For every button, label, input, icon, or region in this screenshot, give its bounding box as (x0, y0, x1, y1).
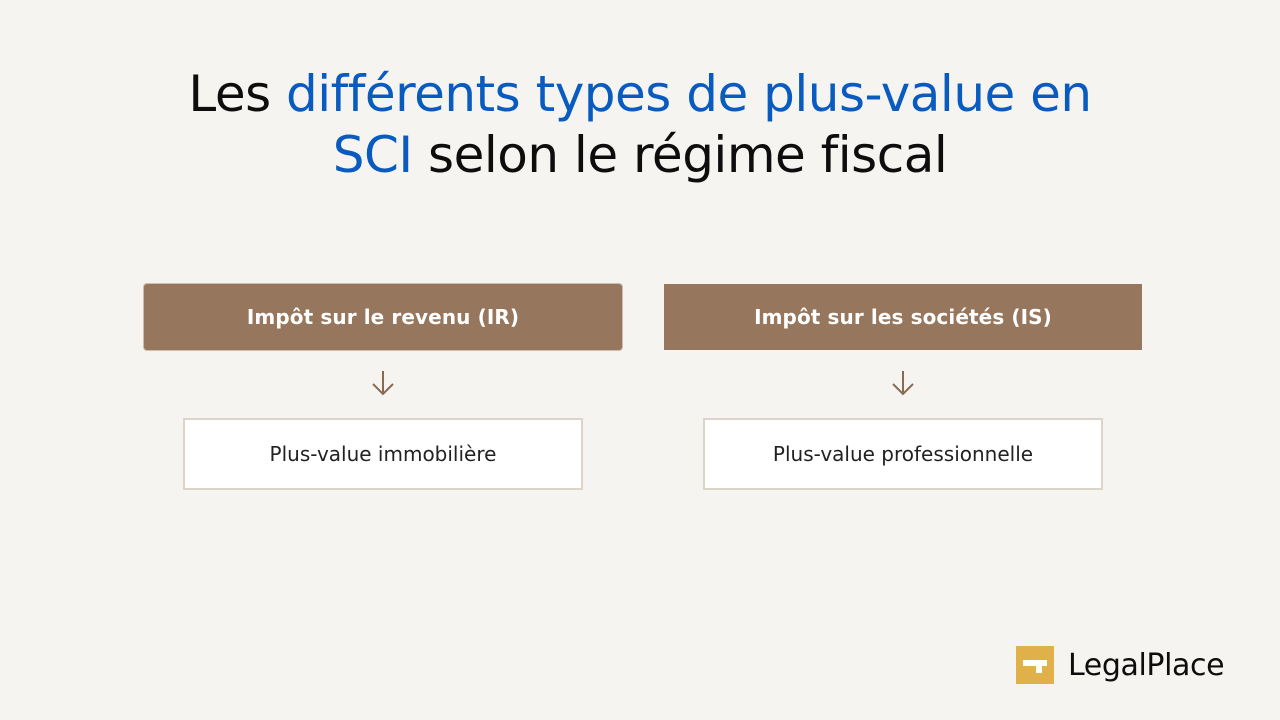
arrow-down-icon (372, 371, 394, 396)
title-text-1: Les (188, 65, 287, 123)
page-title: Les différents types de plus-value en SC… (0, 64, 1280, 186)
title-accent-1: différents types de plus-value en (286, 65, 1092, 123)
brand-name: LegalPlace (1068, 647, 1225, 683)
legalplace-logo-icon (1016, 646, 1054, 684)
title-accent-2: SCI (332, 126, 413, 184)
arrow-down-icon (892, 371, 914, 396)
plus-value-box-ir: Plus-value immobilière (183, 418, 583, 490)
legalplace-logo: LegalPlace (1016, 646, 1225, 684)
column-is: Impôt sur les sociétés (IS) Plus-value p… (664, 284, 1142, 490)
plus-value-box-is: Plus-value professionnelle (703, 418, 1103, 490)
regime-header-is: Impôt sur les sociétés (IS) (664, 284, 1142, 350)
column-ir: Impôt sur le revenu (IR) Plus-value immo… (144, 284, 622, 490)
regime-header-ir: Impôt sur le revenu (IR) (144, 284, 622, 350)
title-text-2: selon le régime fiscal (412, 126, 948, 184)
